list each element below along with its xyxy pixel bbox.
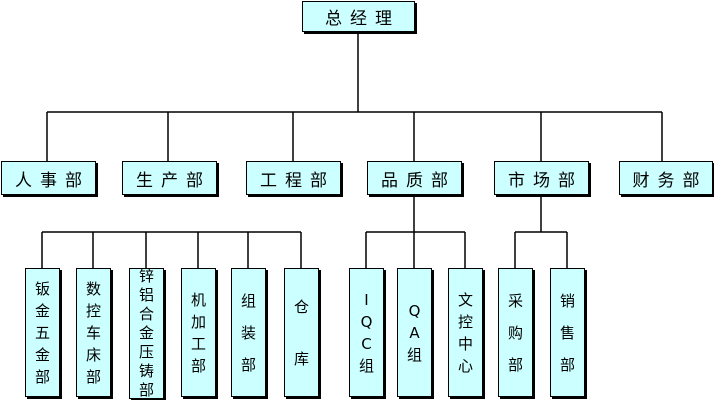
- unit-label: 销售部: [559, 291, 575, 374]
- unit-warehouse: 仓库: [284, 268, 319, 397]
- unit-label: QA组: [406, 301, 422, 364]
- unit-label: 采购部: [507, 291, 523, 374]
- unit-label: 锌铝合金压铸部: [138, 267, 154, 399]
- dept-market: 市场部: [494, 161, 589, 195]
- unit-document-control: 文控中心: [448, 268, 483, 397]
- dept-label: 生产部: [136, 170, 211, 191]
- ceo-box: 总经理: [302, 1, 415, 32]
- dept-hr: 人事部: [1, 161, 96, 195]
- dept-engineering: 工程部: [246, 161, 341, 195]
- unit-label: IQC组: [358, 290, 374, 375]
- dept-finance: 财务部: [619, 161, 713, 195]
- unit-label: 数控车床部: [85, 279, 101, 386]
- dept-label: 品质部: [381, 170, 456, 191]
- unit-cnc-lathe: 数控车床部: [76, 268, 111, 397]
- unit-iqc: IQC组: [349, 268, 384, 397]
- dept-label: 财务部: [632, 170, 708, 191]
- unit-sales: 销售部: [550, 268, 585, 397]
- dept-label: 人事部: [15, 170, 90, 191]
- unit-assembly: 组装部: [231, 268, 266, 397]
- unit-label: 钣金五金部: [34, 279, 50, 386]
- unit-qa: QA组: [397, 268, 432, 397]
- unit-label: 机加工部: [190, 290, 206, 375]
- unit-purchasing: 采购部: [498, 268, 533, 397]
- dept-label: 市场部: [508, 170, 583, 191]
- unit-sheet-metal: 钣金五金部: [25, 268, 60, 397]
- dept-label: 工程部: [260, 170, 335, 191]
- unit-die-casting: 锌铝合金压铸部: [129, 267, 164, 399]
- unit-machining: 机加工部: [181, 268, 216, 397]
- unit-label: 文控中心: [457, 290, 473, 375]
- dept-quality: 品质部: [367, 161, 462, 195]
- dept-production: 生产部: [122, 161, 217, 195]
- unit-label: 组装部: [240, 291, 256, 374]
- ceo-label: 总经理: [325, 9, 400, 29]
- unit-label: 仓库: [293, 297, 309, 368]
